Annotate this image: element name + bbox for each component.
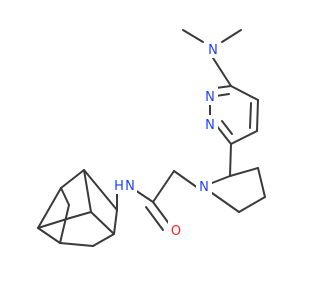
bond-carbonyl-oxygen bbox=[152, 201, 171, 226]
bond-adamantane-6 bbox=[92, 233, 115, 247]
atom-h-amide: H bbox=[114, 179, 124, 194]
bond-adamantane-10 bbox=[69, 211, 92, 219]
bond-pyrrolidine-5 bbox=[211, 192, 240, 213]
atom-n-pyrrolidine: N bbox=[199, 180, 209, 195]
bond-pyrrolidine-3 bbox=[257, 167, 266, 198]
molecule-structure-canvas: N N N N H N O bbox=[37, 29, 266, 247]
atom-bg-n-pyridazine-top bbox=[202, 87, 218, 105]
bond-pyridazine-3-double bbox=[221, 120, 233, 135]
bond-adamantane-9 bbox=[90, 211, 115, 235]
bond-pyridazine-1 bbox=[215, 85, 232, 89]
atom-bg-n-amide bbox=[113, 176, 137, 194]
bond-pyridazine-3 bbox=[215, 124, 232, 145]
bond-carbonyl-oxygen-double bbox=[145, 206, 164, 231]
bond-adamantane-4 bbox=[37, 227, 61, 244]
bond-n-ch2 bbox=[173, 170, 199, 189]
bond-pyrrolidine-1 bbox=[211, 175, 231, 184]
bond-adamantane-2 bbox=[60, 169, 85, 189]
atom-bg-n-amine bbox=[205, 40, 221, 58]
bond-adamantane-12 bbox=[60, 187, 70, 206]
atom-o-carbonyl: O bbox=[171, 224, 181, 239]
atom-n-pyridazine-bottom: N bbox=[205, 118, 215, 133]
atom-bg-n-pyrrolidine bbox=[196, 177, 212, 195]
bond-pyridazine-1-double bbox=[215, 93, 230, 97]
bond-pyridazine-5-double bbox=[249, 102, 252, 129]
atom-bg-n-pyridazine-bottom bbox=[202, 115, 218, 133]
bond-pyrrolidine-2 bbox=[229, 167, 259, 177]
molecule-structure: N N N N H N O bbox=[37, 29, 266, 247]
bond-adamantane-3 bbox=[37, 187, 62, 229]
atom-n-pyridazine-top: N bbox=[205, 90, 215, 105]
atom-bg-o-carbonyl bbox=[168, 221, 184, 239]
bond-adamantane-5 bbox=[59, 242, 94, 247]
atom-n-amine: N bbox=[208, 43, 218, 58]
bond-pyridazine-6 bbox=[230, 85, 259, 101]
bond-adamantane-8 bbox=[83, 169, 92, 213]
bond-pyrrolidine-4 bbox=[238, 196, 266, 213]
bond-adamantane-7 bbox=[113, 209, 118, 235]
bond-ch2-carbonyl bbox=[152, 170, 175, 203]
bond-adamantane-1 bbox=[83, 169, 118, 211]
bond-nme-methyl-left bbox=[182, 29, 204, 43]
bond-nme-ring bbox=[212, 57, 232, 87]
bond-ring-link bbox=[229, 143, 232, 177]
bond-adamantane-13 bbox=[59, 204, 70, 244]
atom-n-amide: N bbox=[125, 179, 135, 194]
bond-nme-methyl-right bbox=[221, 29, 242, 43]
bond-pyridazine-5 bbox=[256, 99, 259, 132]
bond-pyridazine-4 bbox=[230, 130, 258, 145]
